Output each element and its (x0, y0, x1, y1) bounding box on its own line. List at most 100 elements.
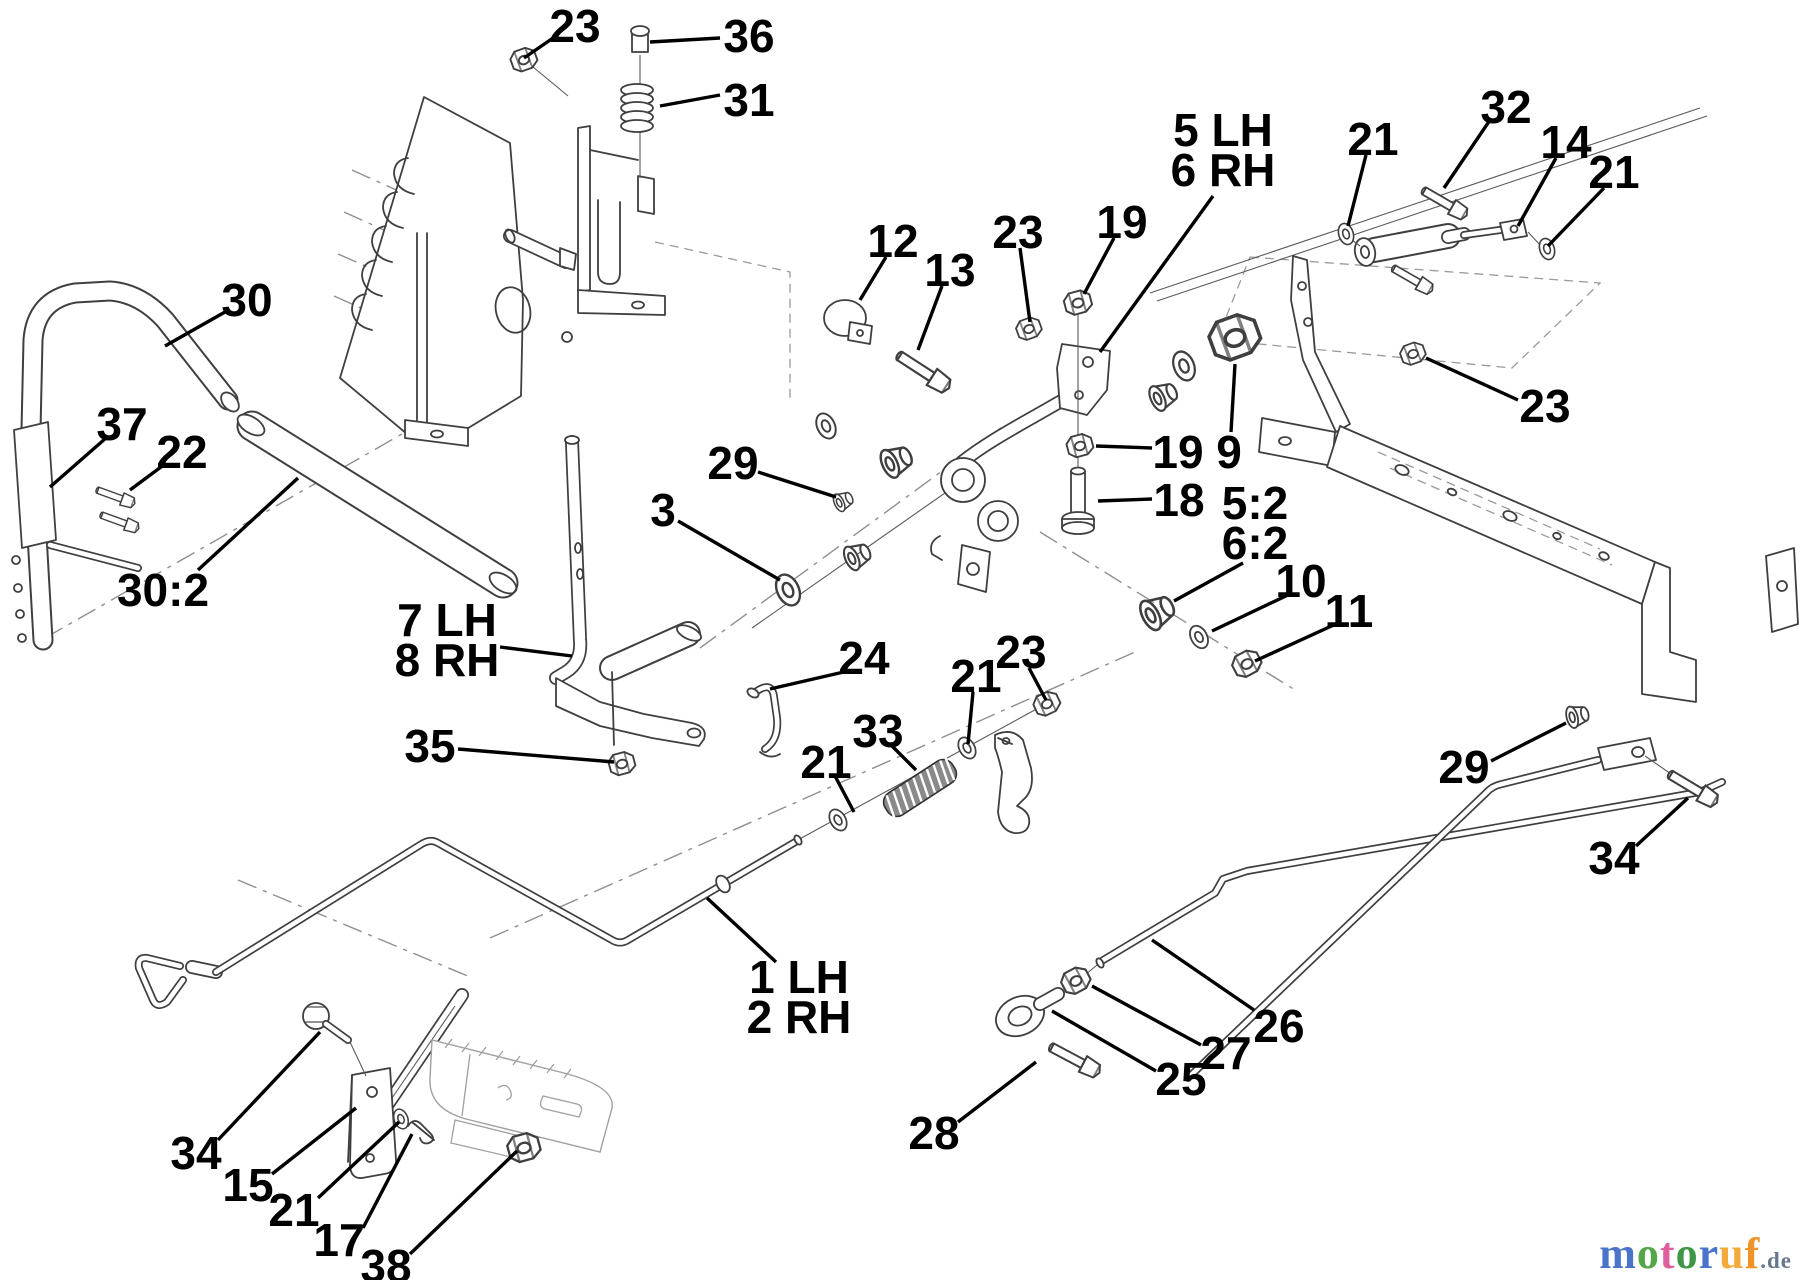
callout-c19-top: 19 (1096, 196, 1147, 248)
callout-c28: 28 (908, 1107, 959, 1159)
callout-c34-rod: 34 (1588, 832, 1640, 884)
callout-c35: 35 (404, 720, 455, 772)
leader-line-c28 (956, 1060, 1038, 1124)
leader-line-c21-damper-right (1546, 186, 1606, 248)
leader-line-c11 (1254, 621, 1339, 663)
leader-line-c1lh2rh (705, 896, 778, 964)
bolt-22-b (97, 507, 142, 536)
washer-10 (1185, 621, 1213, 653)
callout-c30: 30 (221, 274, 272, 326)
rod-1-2 (134, 834, 803, 1009)
screw-36 (630, 25, 650, 178)
callout-c21-spring-right: 21 (950, 650, 1001, 702)
hook-lever (994, 731, 1033, 834)
leader-line-c33 (889, 743, 918, 772)
bushing-center (839, 537, 876, 574)
callout-c38: 38 (360, 1240, 411, 1280)
callout-c26: 26 (1253, 1000, 1304, 1052)
damper-14 (1351, 218, 1542, 267)
callout-c12: 12 (867, 215, 918, 267)
leader-line-c37 (48, 436, 108, 489)
leader-line-c9 (1229, 363, 1237, 433)
spring-31 (620, 83, 654, 133)
leader-line-c13 (916, 285, 944, 351)
callout-c24: 24 (838, 632, 890, 684)
leader-line-c21-spring-right (966, 691, 975, 745)
leader-line-c19-lower (1095, 444, 1153, 450)
leader-line-c27 (1091, 984, 1202, 1047)
callout-c23-right: 23 (1519, 380, 1570, 432)
callout-c9: 9 (1216, 426, 1242, 478)
grommet-29 (830, 487, 857, 515)
leader-line-c52-62 (1173, 561, 1244, 603)
callout-c23-spring: 23 (995, 626, 1046, 678)
washer-upper (811, 409, 841, 443)
leader-line-c19-top (1082, 237, 1116, 295)
leader-line-c14 (1516, 157, 1558, 227)
grip-tube-30-2 (236, 410, 519, 599)
wave-washer (1167, 347, 1201, 385)
callout-c25: 25 (1155, 1053, 1206, 1105)
callout-c13: 13 (924, 244, 975, 296)
nut-19-upper (1061, 287, 1095, 318)
leader-line-c23-mid (1018, 247, 1032, 323)
callout-c22: 22 (156, 426, 207, 478)
leader-line-c30 (164, 310, 226, 348)
phantom-lines (44, 169, 1602, 978)
callout-c21-damper-left: 21 (1347, 113, 1398, 165)
handlebar-30 (11, 280, 240, 651)
leader-line-c34-rod (1634, 796, 1690, 848)
callout-c3: 3 (650, 484, 676, 536)
bushing-upper (1144, 377, 1183, 415)
bolt-28 (1044, 1037, 1105, 1082)
leader-line-c22 (128, 462, 167, 492)
leader-line-c12 (858, 256, 888, 301)
leader-line-c18 (1097, 497, 1153, 503)
leader-line-c21-damper-left (1346, 154, 1368, 227)
callout-c17: 17 (313, 1214, 364, 1266)
logo-letter: u (1719, 1229, 1745, 1278)
callout-c36: 36 (723, 10, 774, 62)
logo-suffix: .de (1760, 1248, 1792, 1273)
lever-arm-casting (930, 343, 1111, 593)
bolt-13 (891, 345, 956, 398)
bushing-29-rod (1563, 701, 1592, 731)
bracket-15 (347, 988, 469, 1179)
logo-letter: t (1659, 1229, 1676, 1278)
leader-line-c3 (677, 519, 781, 582)
bolt-32-lower (1387, 260, 1437, 298)
leader-line-c21-spring-left (833, 775, 856, 813)
leader-line-c7lh8rh (499, 645, 573, 658)
flange-bushing (875, 439, 918, 482)
leader-line-c23-right (1425, 356, 1519, 402)
leader-line-c23-spring (1027, 667, 1048, 701)
callout-c19-lower: 19 (1152, 426, 1203, 478)
leader-line-c34-bl (216, 1030, 322, 1142)
right-frame (1149, 107, 1799, 703)
spring-33 (882, 756, 958, 820)
logo-letter: f (1744, 1229, 1761, 1278)
leader-line-c30-2 (196, 476, 300, 572)
leader-line-c32 (1442, 119, 1492, 189)
leader-line-c24 (769, 669, 849, 691)
callout-c18: 18 (1153, 474, 1204, 526)
rod-24 (746, 683, 782, 758)
shoulder-bolt-34 (302, 1002, 367, 1077)
bushing-5-2 (1134, 588, 1181, 635)
pad-37 (13, 421, 57, 549)
callout-c11: 11 (1325, 585, 1374, 637)
logo-letter: o (1675, 1229, 1699, 1278)
ball-joint-25 (995, 987, 1065, 1038)
callout-c21-damper-right: 21 (1588, 146, 1639, 198)
lever-7-8 (549, 435, 706, 747)
callout-c23-mid: 23 (992, 206, 1043, 258)
logo-letter: r (1698, 1229, 1720, 1278)
leader-line-c5lh6rh (1098, 195, 1215, 353)
callout-c14: 14 (1540, 116, 1592, 168)
leader-line-c35 (457, 747, 615, 764)
